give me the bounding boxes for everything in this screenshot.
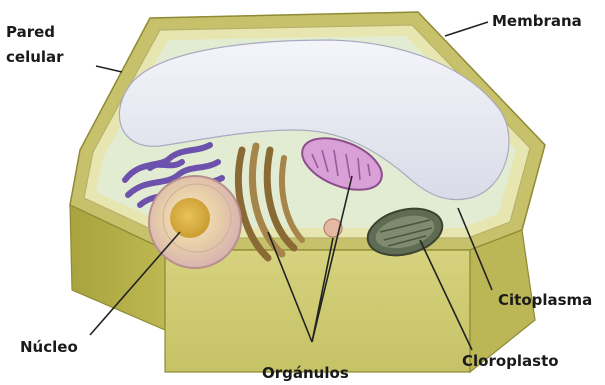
leader-pared [96, 66, 122, 72]
leader-membrana [445, 22, 488, 36]
nucleus [149, 176, 241, 268]
label-cloroplasto: Cloroplasto [462, 352, 559, 370]
nucleolus [170, 198, 210, 238]
label-celular: celular [6, 48, 64, 66]
label-membrana: Membrana [492, 12, 582, 30]
label-organulos: Orgánulos [262, 364, 349, 382]
label-pared: Pared [6, 23, 55, 41]
label-nucleo: Núcleo [20, 338, 78, 356]
label-citoplasma: Citoplasma [498, 291, 592, 309]
